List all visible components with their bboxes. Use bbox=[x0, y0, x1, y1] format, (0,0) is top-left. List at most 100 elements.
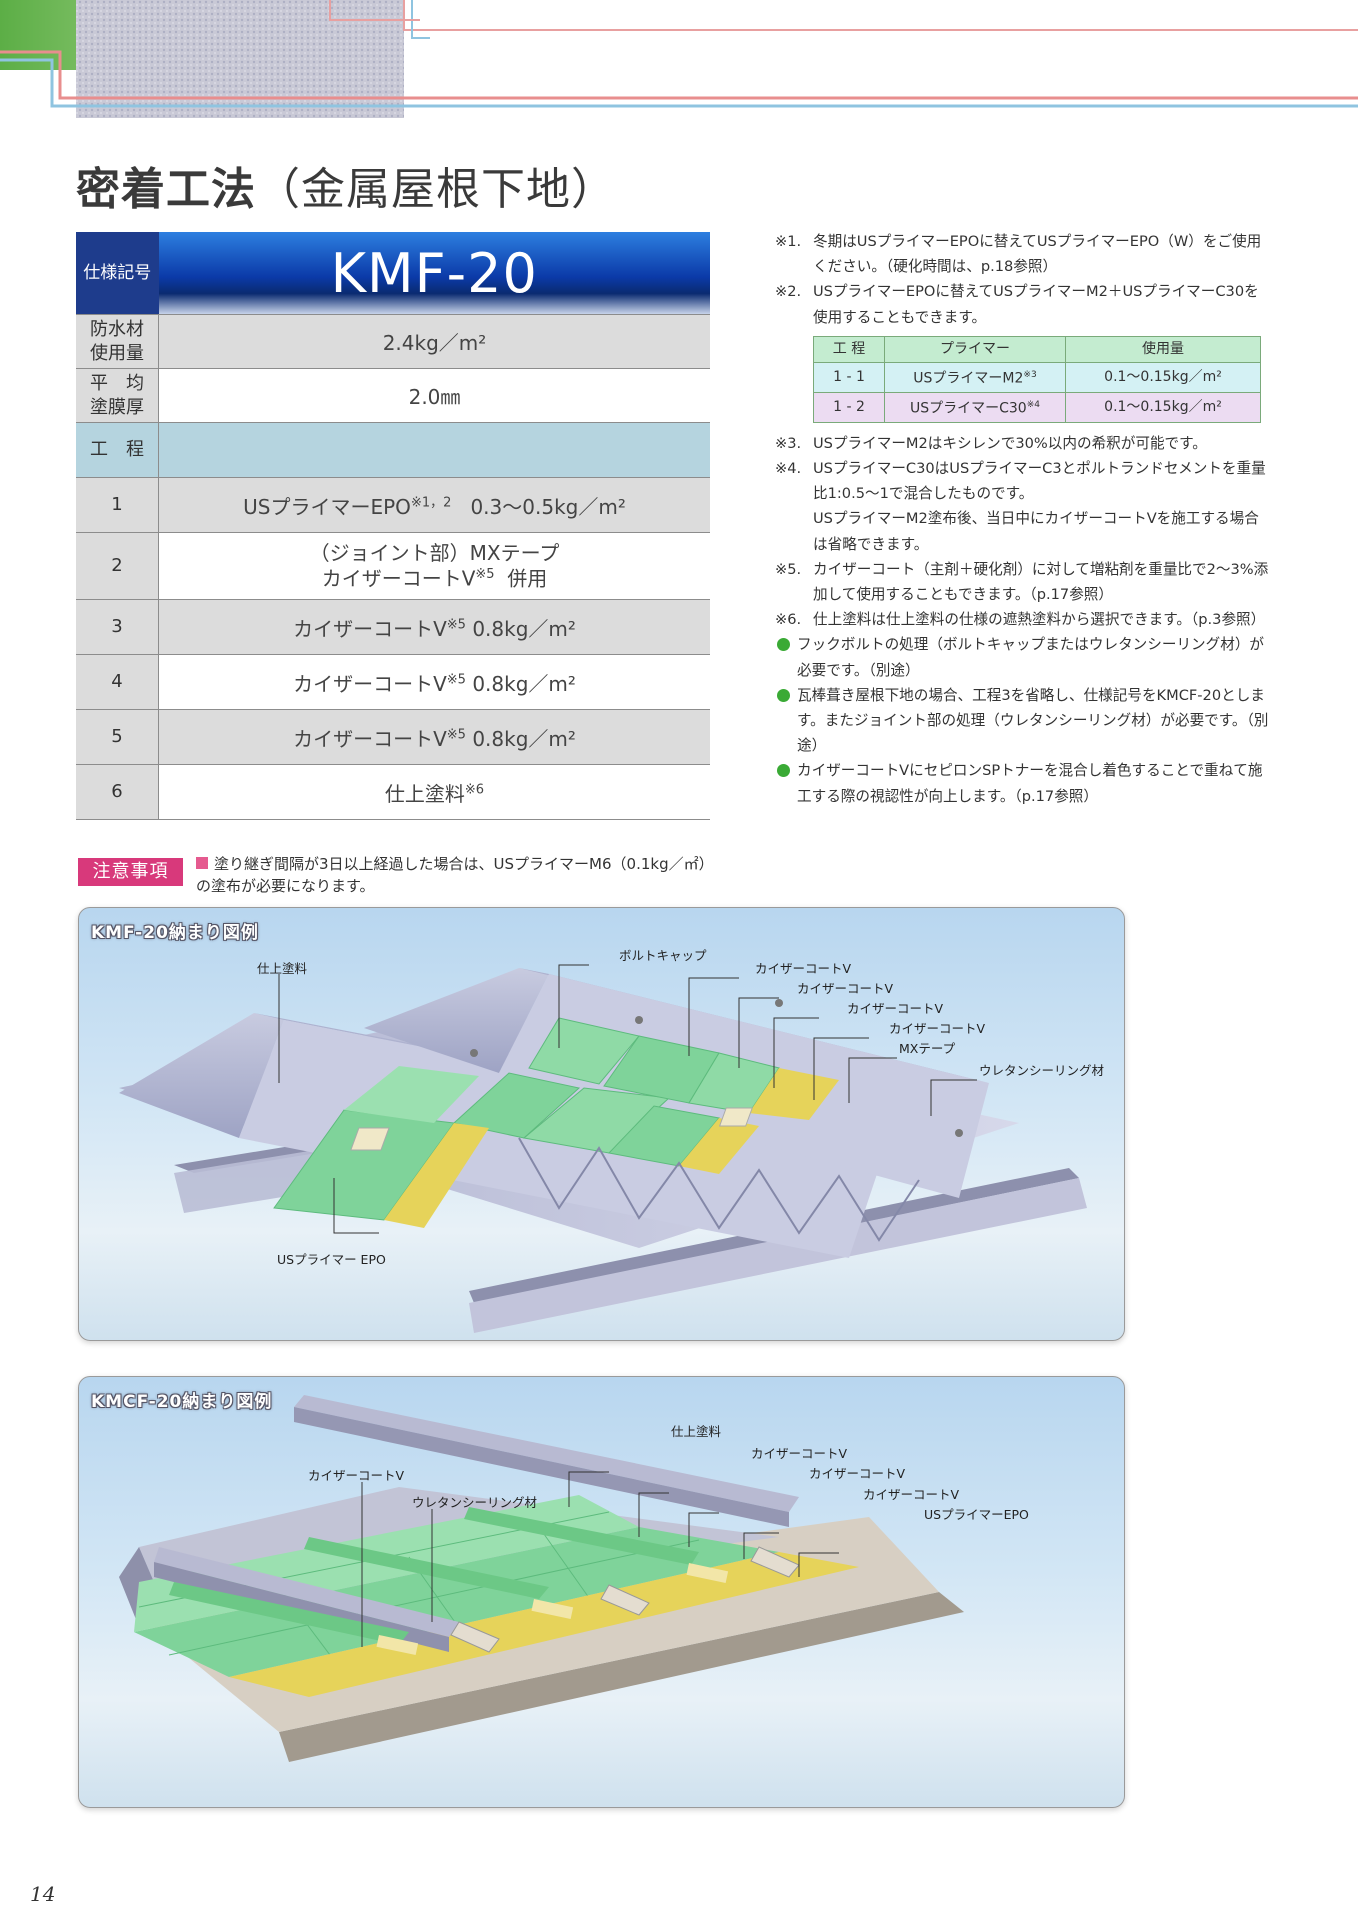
step-material: カイザーコートV bbox=[293, 671, 447, 696]
step-text: カイザーコートV※5 0.8kg／m² bbox=[158, 709, 710, 765]
note-text: USプライマーC30はUSプライマーC3とポルトランドセメントを重量比1:0.5… bbox=[813, 459, 1266, 503]
note-text: 仕上塗料は仕上塗料の仕様の遮熱塗料から選択できます。（p.3参照） bbox=[813, 611, 1266, 629]
label-bolt-cap: ボルトキャップ bbox=[619, 948, 707, 963]
sub-table-row: 1 - 1 USプライマーM2※3 0.1〜0.15kg／m² bbox=[813, 362, 1261, 393]
label-kaiser-coat-v: カイザーコートV bbox=[797, 981, 894, 996]
note-mark: ※6. bbox=[775, 611, 802, 629]
step-ref: ※6 bbox=[464, 781, 485, 797]
step-number: 5 bbox=[76, 709, 159, 765]
caution-body: 塗り継ぎ間隔が3日以上経過した場合は、USプライマーM6（0.1kg／㎡）の塗布… bbox=[196, 855, 714, 895]
primer-ref: ※4 bbox=[1026, 399, 1040, 410]
step-joint-tape: （ジョイント部）MXテープ bbox=[309, 541, 560, 566]
note-text: 冬期はUSプライマーEPOに替えてUSプライマーEPO（W）をご使用ください。（… bbox=[813, 233, 1262, 276]
note-mark: ※2. bbox=[775, 283, 802, 301]
sub-table-primer: USプライマーC30※4 bbox=[884, 391, 1066, 423]
sub-table-row: 1 - 2 USプライマーC30※4 0.1〜0.15kg／m² bbox=[813, 391, 1261, 423]
step-text: USプライマーEPO※1，2 0.3〜0.5kg／m² bbox=[158, 477, 710, 533]
bullet-text: カイザーコートVにセピロンSPトナーを混合し着色することで重ねて施工する際の視認… bbox=[797, 762, 1263, 805]
spec-thickness-value: 2.0㎜ bbox=[158, 368, 710, 423]
step-text: 仕上塗料※6 bbox=[158, 764, 710, 820]
spec-code: KMF-20 bbox=[158, 232, 710, 315]
title-sub: （金属屋根下地） bbox=[256, 164, 616, 215]
label-us-primer-epo: USプライマー EPO bbox=[277, 1252, 386, 1267]
step-amount: 併用 bbox=[507, 566, 548, 591]
label-finish: 仕上塗料 bbox=[671, 1424, 722, 1439]
note-text: USプライマーEPOに替えてUSプライマーM2＋USプライマーC30を使用するこ… bbox=[813, 283, 1259, 326]
label-urethane-sealant: ウレタンシーリング材 bbox=[979, 1063, 1105, 1078]
notes-column: ※1. 冬期はUSプライマーEPOに替えてUSプライマーEPO（W）をご使用くださ… bbox=[775, 229, 1270, 809]
step-ref: ※1，2 bbox=[410, 494, 452, 510]
sub-table-step: 1 - 2 bbox=[813, 391, 885, 423]
spec-thickness-label: 平 均 塗膜厚 bbox=[76, 368, 159, 423]
spec-process-value bbox=[158, 422, 710, 478]
spec-header-row: 仕様記号 KMF-20 bbox=[76, 232, 710, 315]
sub-table-header: 工 程 プライマー 使用量 bbox=[813, 335, 1261, 364]
caution-text: 塗り継ぎ間隔が3日以上経過した場合は、USプライマーM6（0.1kg／㎡）の塗布… bbox=[196, 853, 716, 897]
step-number: 3 bbox=[76, 599, 159, 655]
kmcf-roof-illustration bbox=[119, 1395, 964, 1762]
label-kaiser-coat-v: カイザーコートV bbox=[751, 1446, 848, 1461]
page-number: 14 bbox=[30, 1882, 56, 1906]
note-text: USプライマーM2はキシレンで30%以内の希釈が可能です。 bbox=[813, 434, 1207, 452]
pink-square-icon bbox=[196, 857, 208, 869]
sub-table-col-step: 工 程 bbox=[813, 335, 885, 364]
label-kaiser-coat-v: カイザーコートV bbox=[863, 1487, 960, 1502]
step-text: （ジョイント部）MXテープカイザーコートV※5 併用 bbox=[158, 532, 710, 600]
note-3: ※3.USプライマーM2はキシレンで30%以内の希釈が可能です。 bbox=[775, 431, 1270, 456]
note-mark: ※4. bbox=[775, 459, 802, 477]
note-text: USプライマーM2塗布後、当日中にカイザーコートVを施工する場合は省略できます。 bbox=[813, 510, 1259, 553]
label-kaiser-coat-v: カイザーコートV bbox=[809, 1466, 906, 1481]
caution-badge: 注意事項 bbox=[78, 858, 183, 886]
spec-step-row: 2 （ジョイント部）MXテープカイザーコートV※5 併用 bbox=[76, 532, 710, 600]
spec-code-label: 仕様記号 bbox=[76, 232, 159, 315]
step-ref: ※5 bbox=[446, 616, 466, 632]
spec-usage-label: 防水材 使用量 bbox=[76, 314, 159, 369]
note-text: カイザーコート（主剤＋硬化剤）に対して増粘剤を重量比で2〜3%添加して使用するこ… bbox=[813, 560, 1269, 603]
note-1: ※1. 冬期はUSプライマーEPOに替えてUSプライマーEPO（W）をご使用くださ… bbox=[775, 229, 1270, 279]
label-kaiser-coat-v: カイザーコートV bbox=[847, 1001, 944, 1016]
bullet-1: フックボルトの処理（ボルトキャップまたはウレタンシーリング材）が必要です。（別途… bbox=[775, 632, 1270, 682]
step-number: 6 bbox=[76, 764, 159, 820]
note-mark: ※1. bbox=[775, 233, 802, 250]
label-kaiser-coat-v: カイザーコートV bbox=[755, 961, 852, 976]
step-text: カイザーコートV※5 0.8kg／m² bbox=[158, 599, 710, 655]
page-title: 密着工法（金属屋根下地） bbox=[76, 153, 616, 217]
spec-process-label: 工 程 bbox=[76, 422, 159, 478]
step-amount: 0.8kg／m² bbox=[472, 671, 576, 696]
bullet-2: 瓦棒葺き屋根下地の場合、工程3を省略し、仕様記号をKMCF-20とします。またジ… bbox=[775, 683, 1270, 759]
step-ref: ※5 bbox=[446, 671, 466, 687]
bullet-dot-icon bbox=[777, 638, 790, 652]
diagram-kmf-20: KMF-20納まり図例 仕上塗料 ボルトキャップ カイザーコートV カイザーコー… bbox=[78, 907, 1125, 1341]
spec-row-thickness: 平 均 塗膜厚 2.0㎜ bbox=[76, 368, 710, 423]
bullet-3: カイザーコートVにセピロンSPトナーを混合し着色することで重ねて施工する際の視認… bbox=[775, 758, 1270, 808]
note-2: ※2. USプライマーEPOに替えてUSプライマーM2＋USプライマーC30を使用… bbox=[775, 279, 1270, 329]
spec-step-row: 4 カイザーコートV※5 0.8kg／m² bbox=[76, 654, 710, 710]
step-amount: 0.8kg／m² bbox=[472, 726, 576, 751]
step-amount: 0.3〜0.5kg／m² bbox=[470, 494, 626, 519]
step-text: カイザーコートV※5 0.8kg／m² bbox=[158, 654, 710, 710]
step-material: 仕上塗料 bbox=[384, 781, 465, 806]
bullet-text: フックボルトの処理（ボルトキャップまたはウレタンシーリング材）が必要です。（別途… bbox=[797, 636, 1265, 679]
sub-table-amount: 0.1〜0.15kg／m² bbox=[1065, 391, 1261, 423]
step-ref: ※5 bbox=[475, 567, 495, 583]
primer-name: USプライマーM2 bbox=[913, 370, 1024, 387]
spec-row-process-header: 工 程 bbox=[76, 422, 710, 478]
primer-sub-table: 工 程 プライマー 使用量 1 - 1 USプライマーM2※3 0.1〜0.15… bbox=[813, 335, 1261, 423]
spec-table: 仕様記号 KMF-20 防水材 使用量 2.4kg／m² 平 均 塗膜厚 2.0… bbox=[76, 232, 710, 820]
primer-ref: ※3 bbox=[1023, 370, 1037, 381]
diagram-title: KMCF-20納まり図例 bbox=[91, 1392, 273, 1412]
note-mark: ※5. bbox=[775, 560, 802, 578]
primer-name: USプライマーC30 bbox=[909, 400, 1027, 417]
step-number: 2 bbox=[76, 532, 159, 600]
step-number: 1 bbox=[76, 477, 159, 533]
bullet-dot-icon bbox=[777, 764, 790, 778]
spec-step-row: 5 カイザーコートV※5 0.8kg／m² bbox=[76, 709, 710, 765]
step-amount: 0.8kg／m² bbox=[472, 616, 576, 641]
step-material: USプライマーEPO bbox=[243, 494, 411, 519]
sub-table-amount: 0.1〜0.15kg／m² bbox=[1065, 362, 1261, 393]
kmf-roof-illustration bbox=[119, 964, 1087, 1333]
spec-step-row: 1 USプライマーEPO※1，2 0.3〜0.5kg／m² bbox=[76, 477, 710, 533]
spec-step-row: 6 仕上塗料※6 bbox=[76, 764, 710, 820]
title-main: 密着工法 bbox=[76, 164, 256, 215]
bullet-dot-icon bbox=[777, 688, 790, 702]
